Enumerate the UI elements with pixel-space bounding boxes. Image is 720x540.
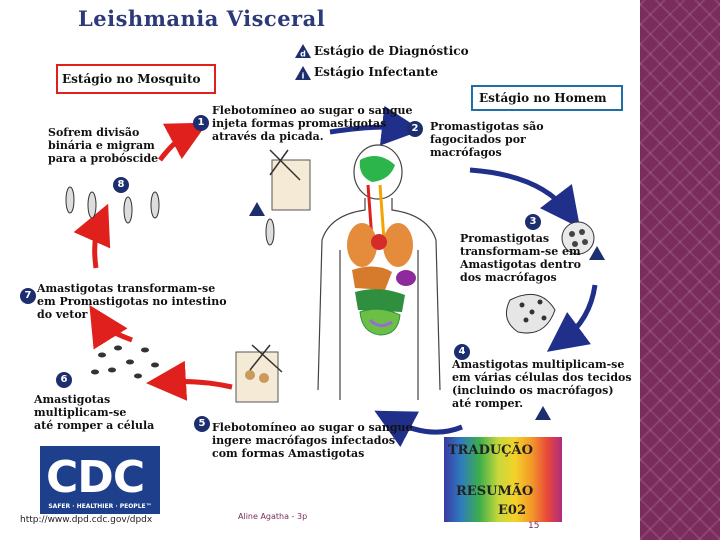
amastigotes-cluster-6 <box>91 345 159 379</box>
step-8-number: 8 <box>113 177 129 193</box>
mosquito-stage-box: Estágio no Mosquito <box>56 64 216 94</box>
step-3-text: Promastigotas transformam-se em Amastigo… <box>460 232 581 284</box>
arrow-1-to-2 <box>329 105 422 146</box>
page-number: 15 <box>528 521 540 531</box>
badge-line2: RESUMÃO <box>456 484 534 499</box>
svg-text:i: i <box>302 72 305 81</box>
decorative-side-strip <box>640 0 720 540</box>
legend-infective-label: Estágio Infectante <box>314 65 439 79</box>
step-6-number: 6 <box>56 372 72 388</box>
infective-stage-marker-1 <box>249 202 265 216</box>
source-url[interactable]: http://www.dpd.cdc.gov/dpdx <box>20 515 153 525</box>
arrow-3-to-4 <box>546 284 598 352</box>
step-2-number: 2 <box>407 121 423 137</box>
diagnostic-stage-marker-3 <box>589 246 605 260</box>
arrow-6-to-7 <box>89 305 133 350</box>
step-5-text: Flebotomíneo ao sugar o sangue ingere ma… <box>212 421 413 460</box>
step-1-text: Flebotomíneo ao sugar o sangue injeta fo… <box>212 104 413 143</box>
sandfly-inset-1 <box>269 149 311 211</box>
infective-stage-icon: i <box>295 66 311 80</box>
human-stage-box: Estágio no Homem <box>471 85 623 111</box>
slide: Leishmania Visceral d Estágio de Diagnós… <box>20 6 632 531</box>
arrow-2-to-3 <box>469 167 581 228</box>
step-5-number: 5 <box>194 416 210 432</box>
infected-tissue-cell-4 <box>505 293 556 334</box>
human-body-illustration <box>317 144 441 400</box>
life-cycle-diagram <box>65 105 605 448</box>
badge-line3: E02 <box>498 503 526 518</box>
translation-badge: TRADUÇÃO RESUMÃO E02 <box>444 437 562 522</box>
badge-line1: TRADUÇÃO <box>448 443 533 458</box>
arrow-7-to-8 <box>73 203 111 269</box>
sandfly-inset-5 <box>235 344 283 403</box>
arrow-5-to-6 <box>146 360 233 401</box>
step-8-text: Sofrem divisão binária e migram para a p… <box>48 126 159 165</box>
step-4-text: Amastigotas multiplicam-se em várias cél… <box>452 358 632 410</box>
diagnostic-stage-icon: d <box>295 44 311 58</box>
cdc-logo: CDC SAFER · HEALTHIER · PEOPLE™ <box>40 446 160 514</box>
arrow-4-to-5 <box>374 410 463 448</box>
step-4-number: 4 <box>454 344 470 360</box>
diagnostic-stage-marker-4 <box>535 406 551 420</box>
promastigotes-8 <box>65 186 275 246</box>
svg-text:d: d <box>300 50 306 59</box>
step-7-text: Amastigotas transformam-se em Promastigo… <box>37 282 227 321</box>
step-3-number: 3 <box>525 214 541 230</box>
organs-illustration <box>347 156 416 336</box>
step-7-number: 7 <box>20 288 36 304</box>
footer-author: Aline Agatha - 3p <box>238 512 308 521</box>
arrow-8-to-1 <box>158 122 208 162</box>
macrophage-cell-3 <box>561 221 595 255</box>
step-1-number: 1 <box>193 115 209 131</box>
step-2-text: Promastigotas são fagocitados por macróf… <box>430 120 544 159</box>
legend-diagnostic-label: Estágio de Diagnóstico <box>314 44 469 58</box>
step-6-text: Amastigotas multiplicam-se até romper a … <box>34 393 155 432</box>
page-title: Leishmania Visceral <box>78 6 326 31</box>
